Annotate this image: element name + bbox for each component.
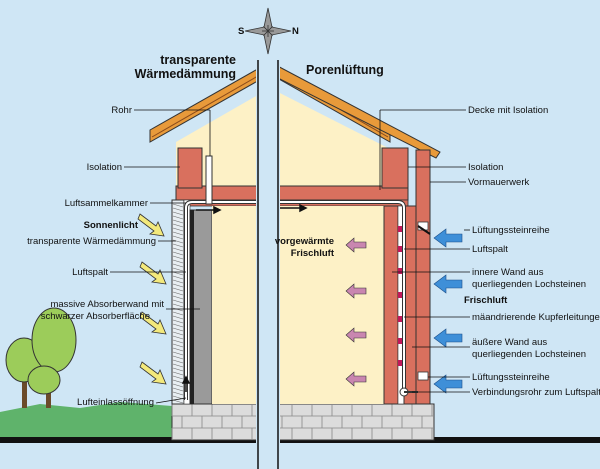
label-isolation-left: Isolation (87, 162, 122, 173)
label-decke: Decke mit Isolation (468, 105, 548, 116)
fresh-air-arrows (433, 228, 463, 394)
label-rohr: Rohr (111, 105, 132, 116)
compass-north: N (292, 26, 299, 37)
label-luftsammelkammer: Luftsammelkammer (65, 198, 148, 209)
label-transparente-waermedaemmung: transparente Wärmedämmung (27, 236, 156, 247)
trees-icon (5, 307, 77, 408)
foundation (171, 403, 435, 441)
compass-icon (244, 7, 292, 55)
sunlight-arrows (137, 213, 167, 385)
vent-row-bottom (417, 371, 429, 381)
label-verbindungsrohr: Verbindungsrohr zum Luftspalt (472, 387, 600, 398)
label-lueftungssteinreihe-bottom: Lüftungssteinreihe (472, 372, 550, 383)
copper-pipes (398, 226, 404, 366)
label-lueftungssteinreihe-top: Lüftungssteinreihe (472, 225, 550, 236)
compass-south: S (238, 26, 244, 37)
facing-masonry (415, 149, 431, 405)
label-innere-wand-1: innere Wand aus (472, 267, 544, 278)
label-frischluft: Frischluft (464, 295, 508, 306)
attic-interior (176, 88, 396, 190)
axis-band (256, 60, 280, 469)
right-isolation-block (381, 147, 409, 189)
label-vorgewaermte: vorgewärmte (275, 236, 334, 247)
grass (0, 402, 172, 440)
label-isolation-right: Isolation (468, 162, 503, 173)
air-pipe (184, 155, 431, 400)
left-leaders (110, 109, 211, 404)
label-luftspalt-left: Luftspalt (72, 267, 108, 278)
inner-wall (383, 205, 399, 405)
left-isolation-block (177, 147, 203, 189)
warm-air-arrows (345, 237, 367, 387)
label-absorberwand-1: massive Absorberwand mit (50, 299, 164, 310)
roof (149, 61, 441, 159)
label-aeussere-wand-2: querliegenden Lochsteinen (472, 349, 586, 360)
label-kupferleitungen: mäandrierende Kupferleitungen (472, 312, 600, 323)
label-absorberwand-2: schwarzer Absorberfläche (41, 311, 150, 322)
heading-left-line1: transparente (160, 53, 236, 67)
pipe-flow-arrows (181, 203, 308, 392)
living-interior (212, 206, 384, 404)
label-vormauerwerk: Vormauerwerk (468, 177, 529, 188)
label-lufteinlassoeffnung: Lufteinlassöffnung (77, 397, 154, 408)
label-aeussere-wand-1: äußere Wand aus (472, 337, 547, 348)
heading-left-line2: Wärmedämmung (135, 67, 236, 81)
heading-right: Porenlüftung (306, 63, 384, 77)
label-luftspalt-right: Luftspalt (472, 244, 508, 255)
label-innere-wand-2: querliegenden Lochsteinen (472, 279, 586, 290)
label-frischluft-warm: Frischluft (291, 248, 335, 259)
label-sonnenlicht: Sonnenlicht (84, 220, 139, 231)
right-leaders (379, 109, 470, 393)
